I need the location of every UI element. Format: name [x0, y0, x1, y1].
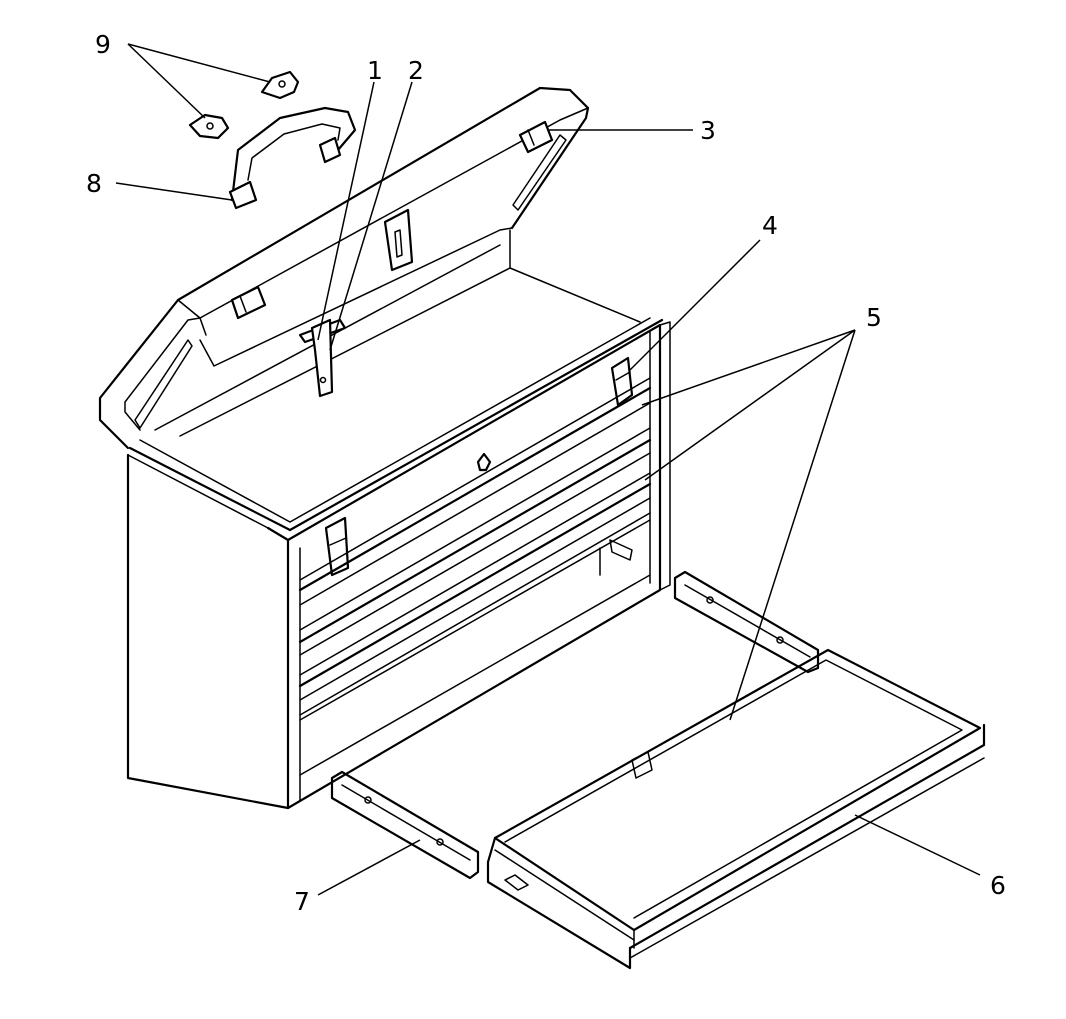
leader-lines	[115, 43, 981, 896]
callout-9: 9	[95, 30, 111, 59]
leader-1	[317, 81, 375, 341]
center-lock	[476, 452, 492, 472]
callout-7: 7	[294, 887, 310, 916]
toolbox-body	[126, 229, 671, 810]
callout-2: 2	[408, 56, 424, 85]
drawer-latch-left	[324, 516, 350, 577]
callout-4: 4	[762, 211, 778, 240]
leader-9a	[127, 43, 271, 83]
lid-hinge-right	[518, 120, 554, 154]
drawer-latch-right	[610, 356, 634, 407]
leader-7	[317, 839, 421, 896]
drawer-slide-right	[673, 570, 820, 674]
toolbox-lid	[98, 86, 590, 450]
handle-bracket-upper	[260, 70, 300, 100]
leader-5c	[729, 329, 856, 721]
leader-5a	[641, 329, 856, 406]
drawer-fronts	[298, 377, 652, 716]
lid-hinge-left	[230, 285, 267, 320]
handle-bracket-lower	[188, 113, 230, 140]
leader-5b	[644, 329, 856, 481]
callout-1: 1	[367, 56, 383, 85]
drawer	[486, 648, 986, 970]
callout-8: 8	[86, 169, 102, 198]
callout-6: 6	[990, 871, 1006, 900]
leader-8	[115, 182, 233, 201]
callout-5: 5	[866, 303, 882, 332]
drawer-slide-left	[330, 770, 480, 880]
carry-handle	[228, 106, 357, 210]
callout-labels: 9 1 2 3 4 5 6 7 8	[86, 30, 1006, 916]
leader-6	[854, 814, 981, 876]
lid-hasp	[298, 318, 347, 398]
leader-4	[629, 239, 761, 371]
upper-hasp	[383, 208, 414, 272]
callout-3: 3	[700, 116, 716, 145]
leader-9b	[127, 43, 206, 119]
leader-2	[329, 81, 413, 351]
